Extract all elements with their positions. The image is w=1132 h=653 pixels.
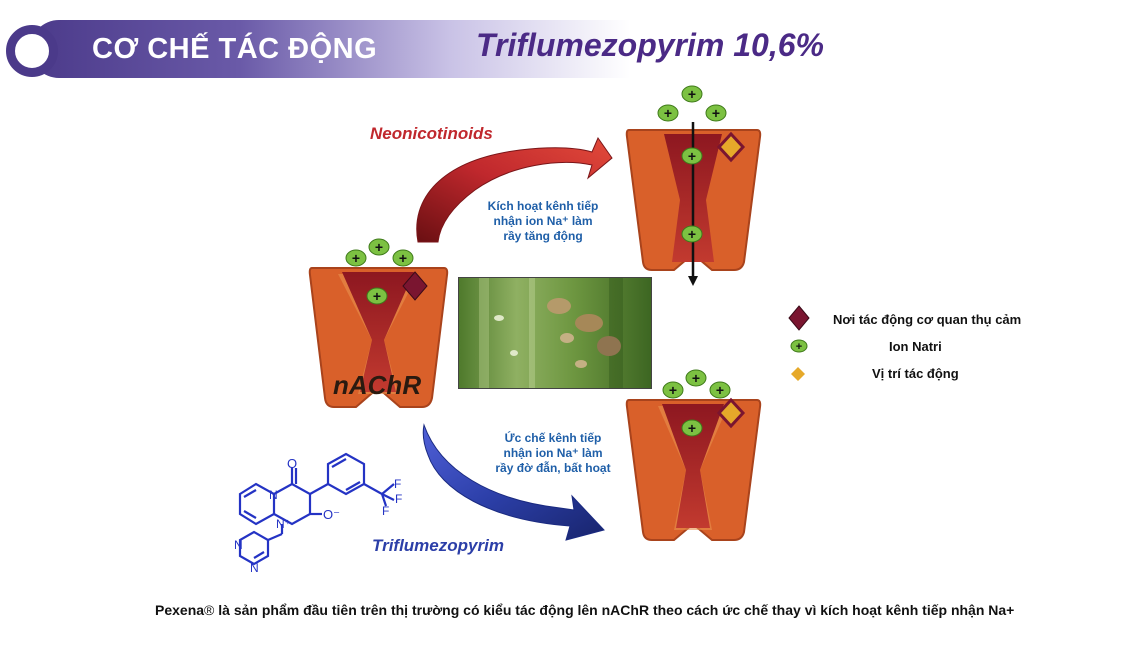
product-title: Triflumezopyrim 10,6%	[476, 27, 824, 63]
planthopper-photo	[458, 277, 652, 389]
header-band	[30, 20, 630, 78]
molecule-oxygen-side: O⁻	[323, 507, 340, 522]
activation-description: Kích hoạt kênh tiếp nhận ion Na⁺ làm rầy…	[478, 199, 608, 244]
inhibition-line-2: nhận ion Na⁺ làm	[503, 446, 603, 460]
molecule-pyrimidine-n1: N	[234, 538, 243, 552]
sodium-ion-plus: +	[352, 250, 360, 266]
sodium-ion-icon	[657, 104, 679, 122]
sodium-ion-icon	[662, 381, 684, 399]
activation-line-1: Kích hoạt kênh tiếp	[487, 199, 599, 213]
sodium-ion-icon	[366, 287, 388, 305]
molecule-pyrimidine-n2: N	[250, 561, 259, 575]
molecule-oxygen-top: O	[287, 456, 297, 471]
receptor-label: nAChR	[333, 370, 422, 400]
legend-label-receptor-site: Nơi tác động cơ quan thụ cảm	[833, 312, 1022, 327]
triflumezopyrim-molecule	[238, 452, 395, 566]
receptor-site-diamond-icon	[788, 305, 810, 331]
sodium-ion-plus: +	[375, 239, 383, 255]
channel-inhibited	[625, 397, 762, 541]
triflumezopyrim-label: Triflumezopyrim	[372, 536, 504, 555]
sodium-ion-plus: +	[664, 105, 672, 121]
inhibition-line-1: Ức chế kênh tiếp	[504, 431, 602, 445]
sodium-ion-plus: +	[688, 86, 696, 102]
molecule-fluorine-1: F	[394, 477, 401, 491]
action-site-diamond-icon	[716, 131, 746, 163]
sodium-ion-plus: +	[688, 420, 696, 436]
sodium-ion-icon	[709, 381, 731, 399]
activation-line-2: nhận ion Na⁺ làm	[493, 214, 593, 228]
footer-registered-mark: ®	[204, 602, 215, 618]
activation-line-3: rầy tăng động	[503, 229, 583, 243]
molecule-fluorine-2: F	[395, 492, 402, 506]
molecule-nitrogen-ring: N	[269, 488, 278, 502]
sodium-ion-icon	[681, 85, 703, 103]
sodium-ion-plus: +	[688, 226, 696, 242]
sodium-ion-icon	[392, 249, 414, 267]
sodium-ion-icon	[790, 339, 808, 353]
sodium-ion-icon	[345, 249, 367, 267]
action-site-diamond-icon	[791, 367, 805, 381]
sodium-ion-icon	[685, 369, 707, 387]
sodium-ion-icon	[705, 104, 727, 122]
molecule-nitrogen-plus: N⁺	[276, 517, 291, 531]
sodium-ion-icon	[681, 419, 703, 437]
molecule-fluorine-3: F	[382, 504, 389, 518]
sodium-ion-plus: +	[688, 148, 696, 164]
neonicotinoids-label: Neonicotinoids	[370, 124, 493, 143]
inhibition-line-3: rầy đờ đẫn, bất hoạt	[495, 461, 611, 475]
legend-label-sodium-ion: Ion Natri	[889, 339, 942, 354]
triflumezopyrim-arrow	[422, 423, 605, 541]
channel-resting	[308, 267, 449, 408]
neonicotinoid-arrow	[416, 136, 613, 243]
sodium-ion-plus: +	[669, 382, 677, 398]
inhibition-description: Ức chế kênh tiếp nhận ion Na⁺ làm rầy đờ…	[482, 431, 624, 476]
footer-statement: Pexena® là sản phẩm đầu tiên trên thị tr…	[155, 602, 1014, 618]
sodium-ion-plus: +	[692, 370, 700, 386]
sodium-ion-plus: +	[796, 341, 802, 353]
sodium-ion-plus: +	[716, 382, 724, 398]
channel-activated	[625, 122, 762, 286]
sodium-ion-plus: +	[712, 105, 720, 121]
legend-label-action-site: Vị trí tác động	[872, 366, 959, 381]
sodium-ion-icon	[681, 147, 703, 165]
sodium-ion-icon	[368, 238, 390, 256]
sodium-ion-plus: +	[399, 250, 407, 266]
page-title: CƠ CHẾ TÁC ĐỘNG	[92, 33, 378, 65]
receptor-site-diamond-icon	[402, 271, 428, 301]
header-ring-icon	[6, 25, 58, 77]
footer-brand: Pexena	[155, 602, 205, 618]
footer-text: là sản phẩm đầu tiên trên thị trường có …	[214, 602, 1015, 618]
sodium-ion-icon	[681, 225, 703, 243]
sodium-ion-plus: +	[373, 288, 381, 304]
action-site-diamond-icon	[716, 397, 746, 429]
